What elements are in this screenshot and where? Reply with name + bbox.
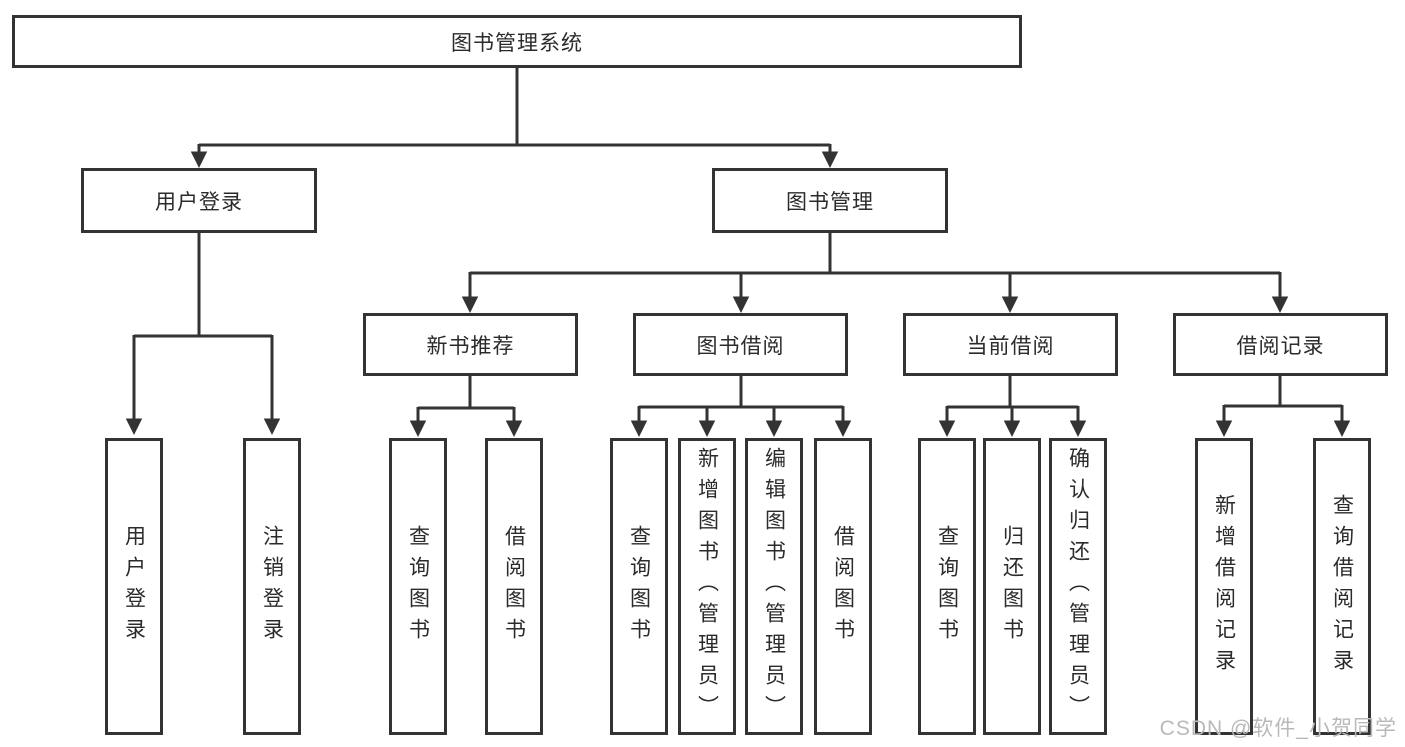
leaf-borrow-books-recommend: 借阅图书 <box>485 438 543 735</box>
leaf-confirm-return-admin: 确认归还（管理员） <box>1049 438 1107 735</box>
leaf-query-books-current: 查询图书 <box>918 438 976 735</box>
leaf-add-borrowing-record: 新增借阅记录 <box>1195 438 1253 735</box>
node-current-borrowing: 当前借阅 <box>903 313 1118 376</box>
leaf-query-books-recommend: 查询图书 <box>389 438 447 735</box>
node-book-management: 图书管理 <box>712 168 948 233</box>
node-borrowing-records: 借阅记录 <box>1173 313 1388 376</box>
csdn-watermark: CSDN @软件_小贺同学 <box>1159 717 1397 740</box>
node-new-book-recommendation: 新书推荐 <box>363 313 578 376</box>
leaf-return-books: 归还图书 <box>983 438 1041 735</box>
leaf-borrow-books: 借阅图书 <box>814 438 872 735</box>
leaf-query-borrowing-record: 查询借阅记录 <box>1313 438 1371 735</box>
leaf-logout: 注销登录 <box>243 438 301 735</box>
node-user-login: 用户登录 <box>81 168 317 233</box>
leaf-edit-books-admin: 编辑图书（管理员） <box>745 438 803 735</box>
leaf-query-books-borrow: 查询图书 <box>610 438 668 735</box>
leaf-add-books-admin: 新增图书（管理员） <box>678 438 736 735</box>
node-library-management-system: 图书管理系统 <box>12 15 1022 68</box>
node-book-borrowing: 图书借阅 <box>633 313 848 376</box>
leaf-user-login: 用户登录 <box>105 438 163 735</box>
